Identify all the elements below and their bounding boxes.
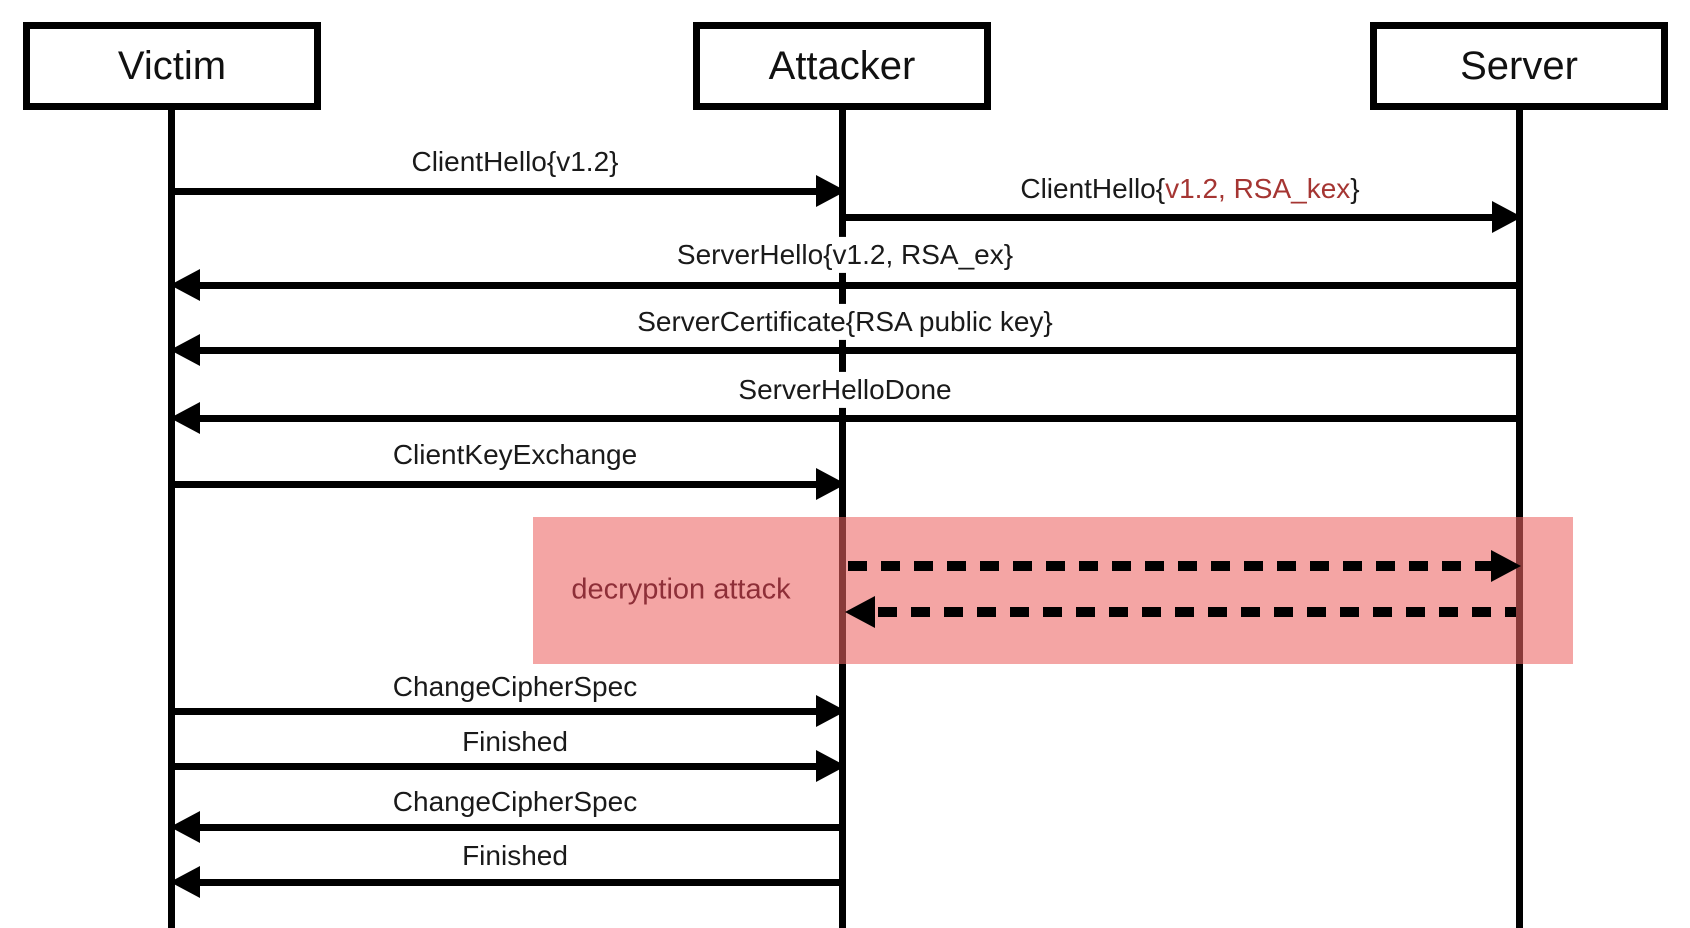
actor-box-victim: Victim — [23, 22, 321, 110]
arrowhead-left-icon — [170, 866, 200, 898]
message-line — [172, 188, 818, 195]
message-line — [200, 282, 1519, 289]
attack-band-label: decryption attack — [571, 573, 791, 606]
message-label: ServerCertificate{RSA public key} — [627, 303, 1063, 341]
arrowhead-left-icon — [170, 811, 200, 843]
message-line — [172, 481, 818, 488]
message-line — [200, 879, 842, 886]
arrowhead-left-icon — [845, 596, 875, 628]
message-line — [200, 415, 1519, 422]
message-label: ServerHello{v1.2, RSA_ex} — [666, 236, 1024, 274]
message-label: Finished — [452, 837, 578, 875]
arrowhead-right-icon — [816, 468, 846, 500]
arrowhead-right-icon — [1492, 201, 1522, 233]
arrowhead-left-icon — [170, 402, 200, 434]
actor-label-attacker: Attacker — [768, 43, 916, 88]
message-label-prefix: ClientHello{ — [1020, 172, 1166, 204]
message-label: ChangeCipherSpec — [382, 783, 648, 821]
dashed-line — [848, 561, 1492, 571]
arrowhead-right-icon — [816, 175, 846, 207]
actor-box-attacker: Attacker — [693, 22, 991, 110]
arrowhead-left-icon — [170, 269, 200, 301]
message-line — [172, 708, 818, 715]
arrowhead-left-icon — [170, 334, 200, 366]
message-line — [842, 214, 1494, 221]
message-label-suffix: } — [1350, 172, 1360, 204]
message-label: ClientKeyExchange — [382, 436, 648, 474]
arrowhead-right-icon — [816, 695, 846, 727]
dashed-line — [878, 607, 1516, 617]
message-line — [200, 347, 1519, 354]
actor-label-victim: Victim — [117, 43, 227, 88]
arrowhead-right-icon — [816, 750, 846, 782]
message-label: ClientHello{v1.2, RSA_kex} — [1010, 170, 1370, 208]
message-label: ClientHello{v1.2} — [401, 143, 629, 181]
actor-box-server: Server — [1370, 22, 1668, 110]
message-label-highlight: v1.2, RSA_kex — [1165, 172, 1351, 204]
message-label: Finished — [452, 723, 578, 761]
message-label: ChangeCipherSpec — [382, 668, 648, 706]
message-label: ServerHelloDone — [728, 371, 962, 409]
arrowhead-right-icon — [1491, 550, 1521, 582]
lifeline-victim — [168, 110, 175, 928]
message-line — [172, 763, 818, 770]
attack-highlight-band — [533, 517, 1573, 664]
actor-label-server: Server — [1460, 43, 1578, 88]
message-line — [200, 824, 842, 831]
